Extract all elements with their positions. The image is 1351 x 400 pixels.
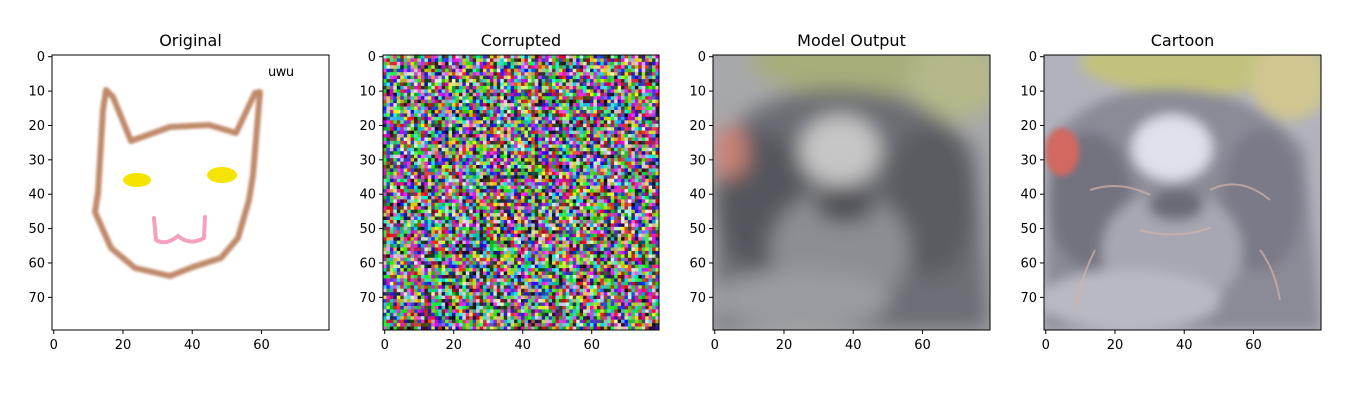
x-tick-label: 60 [583,338,600,353]
y-tick-label: 20 [1020,119,1037,134]
panel-title-cartoon: Cartoon [1151,31,1215,50]
x-tick-label: 0 [711,338,719,353]
image-corrupted [383,55,659,330]
image-model-output [713,55,990,330]
y-tick-label: 70 [359,291,376,306]
y-tick-label: 0 [368,50,376,65]
x-tick-label: 20 [115,338,132,353]
panel-title-corrupted: Corrupted [481,31,561,50]
x-tick-label: 60 [914,338,931,353]
axes-corrupted: 0 20 40 60 0 10 20 30 40 50 60 70 [359,50,600,353]
axes-original: 0 20 40 60 0 10 20 30 40 50 60 70 [28,50,269,353]
panel-title-original: Original [159,31,222,50]
y-tick-label: 60 [1020,256,1037,271]
image-original: uwu [52,55,329,330]
y-tick-label: 0 [37,50,45,65]
noise-pixels [383,55,659,330]
y-tick-label: 50 [689,222,706,237]
y-tick-label: 10 [1020,85,1037,100]
y-tick-label: 10 [359,85,376,100]
x-tick-label: 40 [845,338,862,353]
cat-drawing-icon [92,87,263,279]
y-tick-label: 10 [28,85,45,100]
y-tick-label: 50 [28,222,45,237]
y-tick-label: 30 [689,153,706,168]
y-tick-label: 40 [359,188,376,203]
x-tick-label: 40 [184,338,201,353]
x-tick-label: 20 [1107,338,1124,353]
y-tick-label: 40 [689,188,706,203]
y-tick-label: 30 [28,153,45,168]
x-tick-label: 40 [1176,338,1193,353]
y-tick-label: 60 [689,256,706,271]
y-tick-label: 20 [28,119,45,134]
y-tick-label: 30 [359,153,376,168]
cat-right-eye-icon [207,167,237,183]
cat-left-eye-icon [123,173,151,187]
panel-cartoon: Cartoon 0 20 40 [1020,31,1322,353]
axes-cartoon: 0 20 40 60 0 10 20 30 40 50 60 70 [1020,50,1261,353]
x-tick-label: 0 [50,338,58,353]
y-tick-label: 50 [1020,222,1037,237]
y-tick-label: 50 [359,222,376,237]
y-tick-label: 0 [1029,50,1037,65]
x-tick-label: 60 [253,338,270,353]
y-tick-label: 10 [689,85,706,100]
y-tick-label: 20 [359,119,376,134]
panel-corrupted: Corrupted 0 20 40 60 0 10 20 30 40 50 60 70 [359,31,660,353]
cat-mouth-icon [152,215,207,245]
panel-title-model-output: Model Output [797,31,906,50]
x-tick-label: 60 [1245,338,1262,353]
panel-model-output: Model Output 0 20 40 60 0 10 20 30 40 50 60 70 [689,31,991,353]
x-tick-label: 0 [1042,338,1050,353]
y-tick-label: 70 [28,291,45,306]
y-tick-label: 20 [689,119,706,134]
y-tick-label: 30 [1020,153,1037,168]
y-tick-label: 70 [689,291,706,306]
x-tick-label: 40 [514,338,531,353]
y-tick-label: 60 [28,256,45,271]
x-tick-label: 20 [445,338,462,353]
y-tick-label: 40 [1020,188,1037,203]
x-tick-label: 20 [776,338,793,353]
axes-model-output: 0 20 40 60 0 10 20 30 40 50 60 70 [689,50,930,353]
annotation-text: uwu [268,65,294,80]
y-tick-label: 70 [1020,291,1037,306]
image-cartoon [1044,55,1321,330]
y-tick-label: 40 [28,188,45,203]
y-tick-label: 0 [698,50,706,65]
y-tick-label: 60 [359,256,376,271]
panel-original: Original uwu 0 20 40 60 0 10 20 30 40 50 60 70 [28,31,330,353]
x-tick-label: 0 [381,338,389,353]
